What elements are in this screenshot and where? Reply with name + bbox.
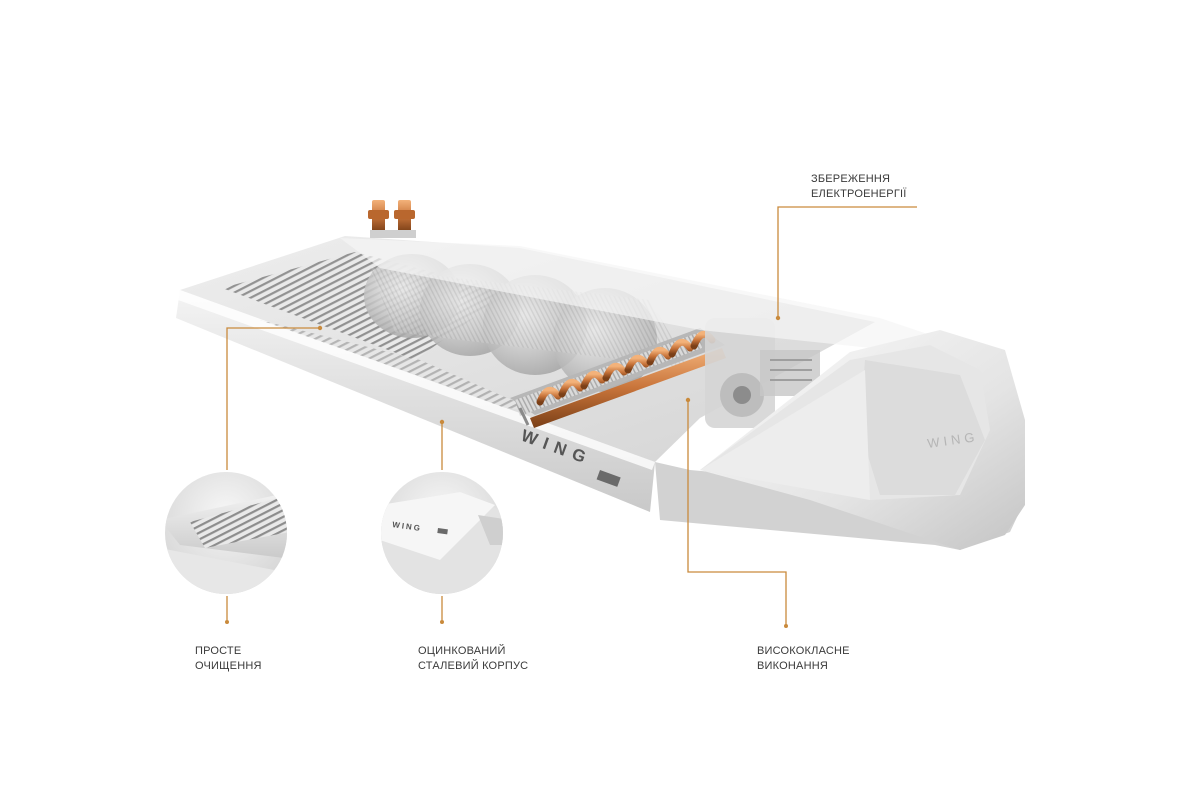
galvanized-casing-line2: СТАЛЕВИЙ КОРПУС (418, 660, 529, 672)
high-quality-line2: ВИКОНАННЯ (757, 660, 828, 672)
callout-dots (225, 315, 788, 628)
high-quality-label: ВИСОКОКЛАСНЕ ВИКОНАННЯ (757, 644, 850, 674)
high-quality-line1: ВИСОКОКЛАСНЕ (757, 645, 850, 657)
side-logo: WING (926, 429, 979, 451)
easy-cleaning-label: ПРОСТЕ ОЧИЩЕННЯ (195, 644, 262, 674)
fan-icon (364, 254, 690, 392)
casing-closeup-inset: WING (381, 472, 503, 594)
heat-exchanger-icon (510, 328, 726, 428)
easy-cleaning-line2: ОЧИЩЕННЯ (195, 660, 262, 672)
easy-cleaning-line1: ПРОСТЕ (195, 645, 242, 657)
inset-logo: WING (392, 520, 423, 533)
side-end-cap: WING (700, 330, 1025, 550)
model-badge (596, 470, 621, 487)
galvanized-casing-line1: ОЦИНКОВАНИЙ (418, 645, 506, 657)
energy-saving-line1: ЗБЕРЕЖЕННЯ (811, 173, 891, 185)
galvanized-casing-label: ОЦИНКОВАНИЙ СТАЛЕВИЙ КОРПУС (418, 644, 528, 674)
top-cover (340, 238, 960, 350)
energy-saving-line2: ЕЛЕКТРОЕНЕРГІЇ (811, 188, 907, 200)
copper-pipe-icon (368, 200, 416, 238)
grille-closeup-inset (165, 472, 287, 594)
energy-saving-label: ЗБЕРЕЖЕННЯ ЕЛЕКТРОЕНЕРГІЇ (811, 172, 907, 202)
callout-lines (226, 206, 917, 625)
